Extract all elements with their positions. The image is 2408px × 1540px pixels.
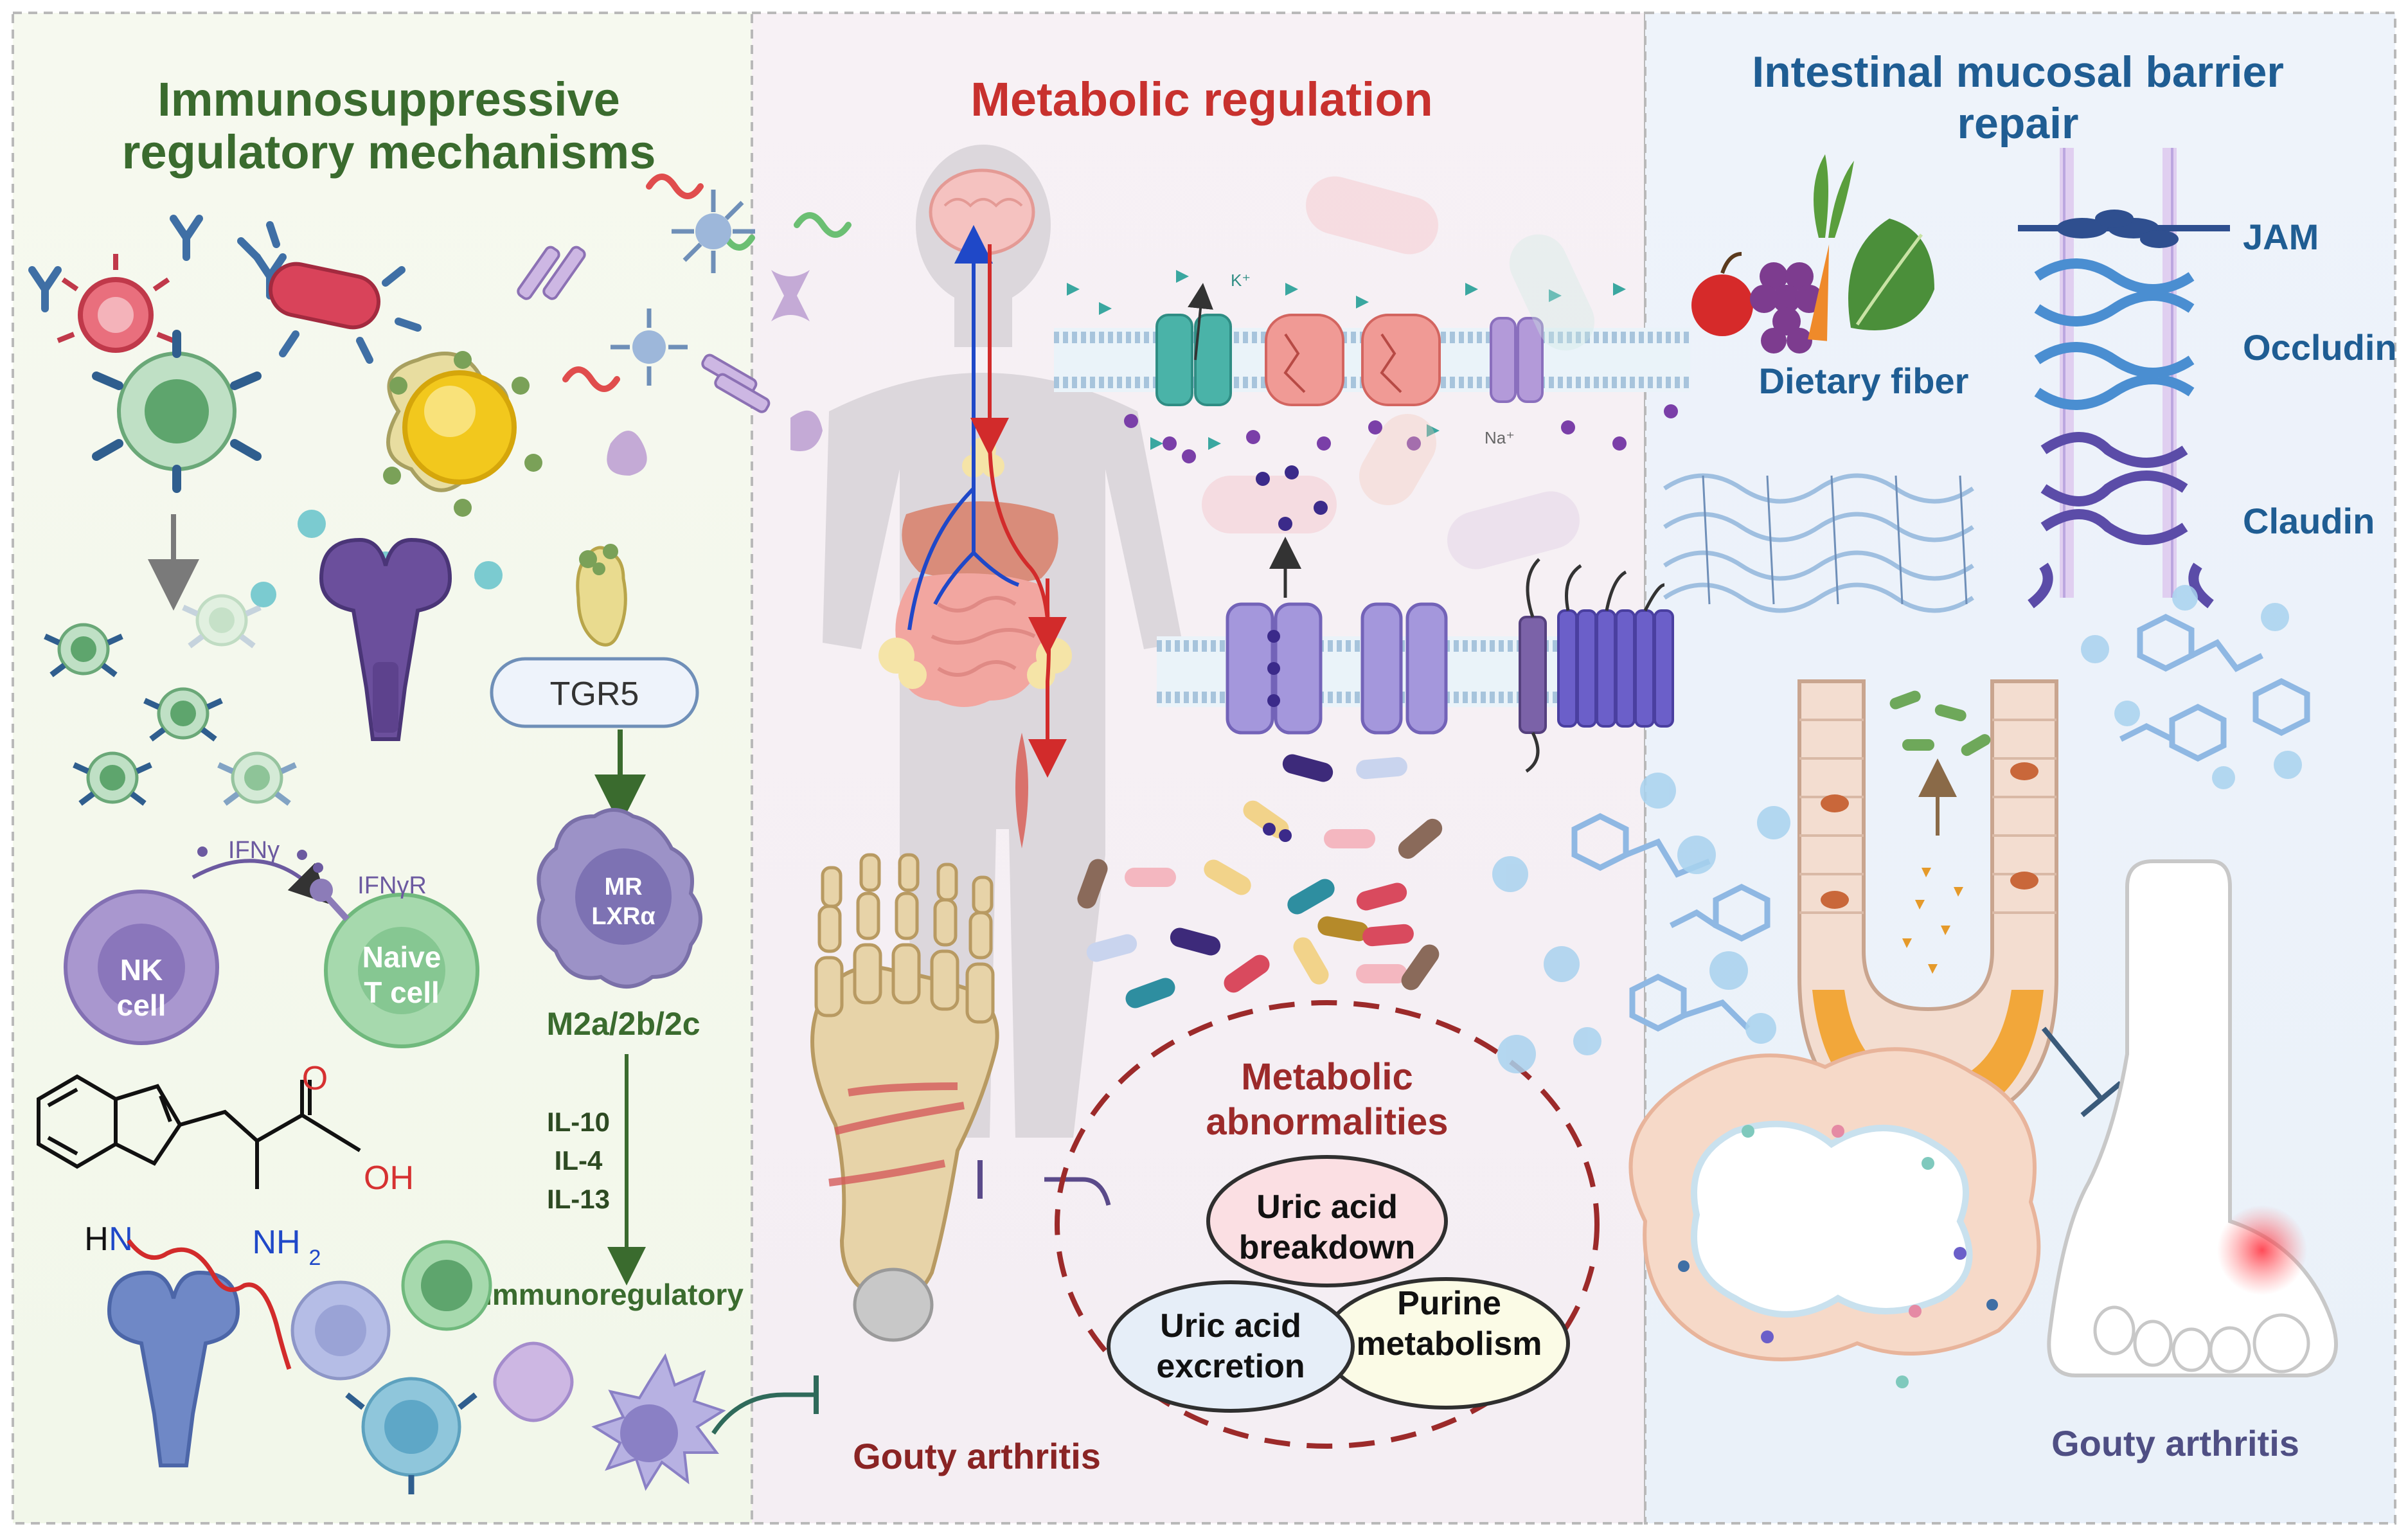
liver-intestine-icon (878, 437, 1072, 848)
left-title-line1: Immunosuppressive (157, 73, 620, 126)
macrophage-icon (537, 808, 702, 989)
transport-channel-icon (1226, 602, 1448, 735)
inhibition-line (711, 1392, 816, 1435)
tgr5-receptor (490, 657, 699, 728)
tight-junction-icon (2018, 148, 2230, 609)
aryl-receptor-icon (319, 537, 452, 741)
antibody-icon (28, 215, 287, 312)
claudin-label: Claudin (2243, 501, 2375, 541)
b-cell-icon (92, 330, 262, 493)
inhibition-line (2041, 1026, 2104, 1101)
trp-nh-label: NH (252, 1224, 300, 1261)
t-cell-cluster-icon (44, 594, 297, 806)
foot-skeleton-icon (810, 853, 999, 1342)
sodium-channel-icon (1490, 317, 1544, 403)
nk-label-line1: NK (120, 953, 163, 987)
ifngr-receptor-icon (310, 879, 350, 922)
left-title-line2: regulatory mechanisms (122, 125, 656, 179)
bile-acid-icon (576, 544, 627, 647)
vagus-nerve-line (907, 244, 1019, 631)
abnormal-line1: Metabolic (1241, 1056, 1413, 1098)
receptor-icon (517, 246, 771, 413)
virus-icon (57, 254, 175, 353)
trp-sub-label: 2 (309, 1246, 321, 1270)
ion-dot-icon (1124, 404, 1678, 463)
occludin-label: Occludin (2243, 327, 2397, 368)
uric-breakdown-node (1206, 1155, 1448, 1287)
jam-label: JAM (2243, 217, 2319, 257)
immunoregulatory-label: Immunoregulatory (484, 1278, 744, 1311)
scfa-molecule-icon (1571, 613, 2310, 1032)
uric-excr-line2: excretion (1156, 1348, 1305, 1385)
brain-icon (929, 168, 1035, 256)
ahr-receptor-icon (107, 1239, 292, 1467)
abnormalities-boundary (1055, 1000, 1600, 1449)
nk-label-line2: cell (117, 989, 166, 1022)
uric-break-line2: breakdown (1239, 1229, 1416, 1266)
right-title-line1: Intestinal mucosal barrier (1752, 48, 2284, 96)
tgr5-label: TGR5 (550, 676, 639, 713)
gpcr-icon (1519, 558, 1674, 773)
transporter-icon (1265, 314, 1441, 406)
inhibition-line (1044, 1177, 1111, 1206)
purine-line1: Purine (1397, 1285, 1501, 1322)
right-title-line2: repair (1958, 99, 2079, 148)
dietary-fiber-food-icon (1691, 154, 1934, 354)
faded-bacteria-icon (1202, 176, 1595, 569)
tryptophan-structure (37, 1074, 361, 1189)
m2-label: M2a/2b/2c (546, 1006, 700, 1042)
trp-oh-label: OH (364, 1159, 414, 1197)
naive-label-line1: Naive (362, 940, 441, 974)
trp-h-label: H (84, 1221, 109, 1258)
lxr-label: LXRα (591, 903, 655, 930)
ifng-arrow (192, 859, 329, 904)
immune-cells-icon (290, 1240, 726, 1494)
trp-o-label: O (302, 1060, 328, 1097)
middle-title: Metabolic regulation (970, 73, 1433, 126)
bacterium-icon (237, 221, 422, 364)
right-gouty-label: Gouty arthritis (2051, 1423, 2299, 1464)
bubble-icon (1492, 585, 2302, 1073)
il13-label: IL-13 (547, 1184, 610, 1214)
inhibition-bar-icon (2080, 1080, 2123, 1118)
dietary-fiber-label: Dietary fiber (1759, 361, 1969, 401)
naive-label-line2: T cell (364, 976, 440, 1009)
purine-line2: metabolism (1357, 1325, 1542, 1363)
abnormal-line2: abnormalities (1206, 1101, 1448, 1143)
dendritic-cell-icon (611, 190, 755, 386)
gut-bacteria-icon (1077, 754, 1443, 1008)
fiber-mesh-icon (1663, 473, 1974, 613)
ion-triangle-icon (1067, 270, 1626, 450)
enzyme-icon (607, 270, 823, 476)
potassium-channel-icon (1155, 283, 1232, 406)
mr-label: MR (604, 873, 642, 900)
uric-excr-line1: Uric acid (1160, 1307, 1301, 1345)
ifngr-label: IFNγR (357, 872, 427, 899)
foot-icon (2047, 859, 2338, 1377)
k-label: K⁺ (1231, 271, 1251, 290)
uric-excretion-node (1107, 1280, 1355, 1413)
middle-gouty-label: Gouty arthritis (853, 1436, 1101, 1476)
metabolite-dot-icon (1256, 465, 1328, 531)
na-label: Na⁺ (1485, 428, 1515, 447)
il10-label: IL-10 (547, 1107, 610, 1137)
mast-cell-icon (383, 351, 542, 517)
ifng-label: IFNγ (228, 837, 280, 864)
il4-label: IL-4 (555, 1145, 603, 1176)
uric-break-line1: Uric acid (1256, 1188, 1398, 1226)
ifng-dots (197, 846, 323, 873)
intestine-cross-section-icon (1628, 1047, 2041, 1388)
trp-n-label: N (109, 1221, 133, 1258)
